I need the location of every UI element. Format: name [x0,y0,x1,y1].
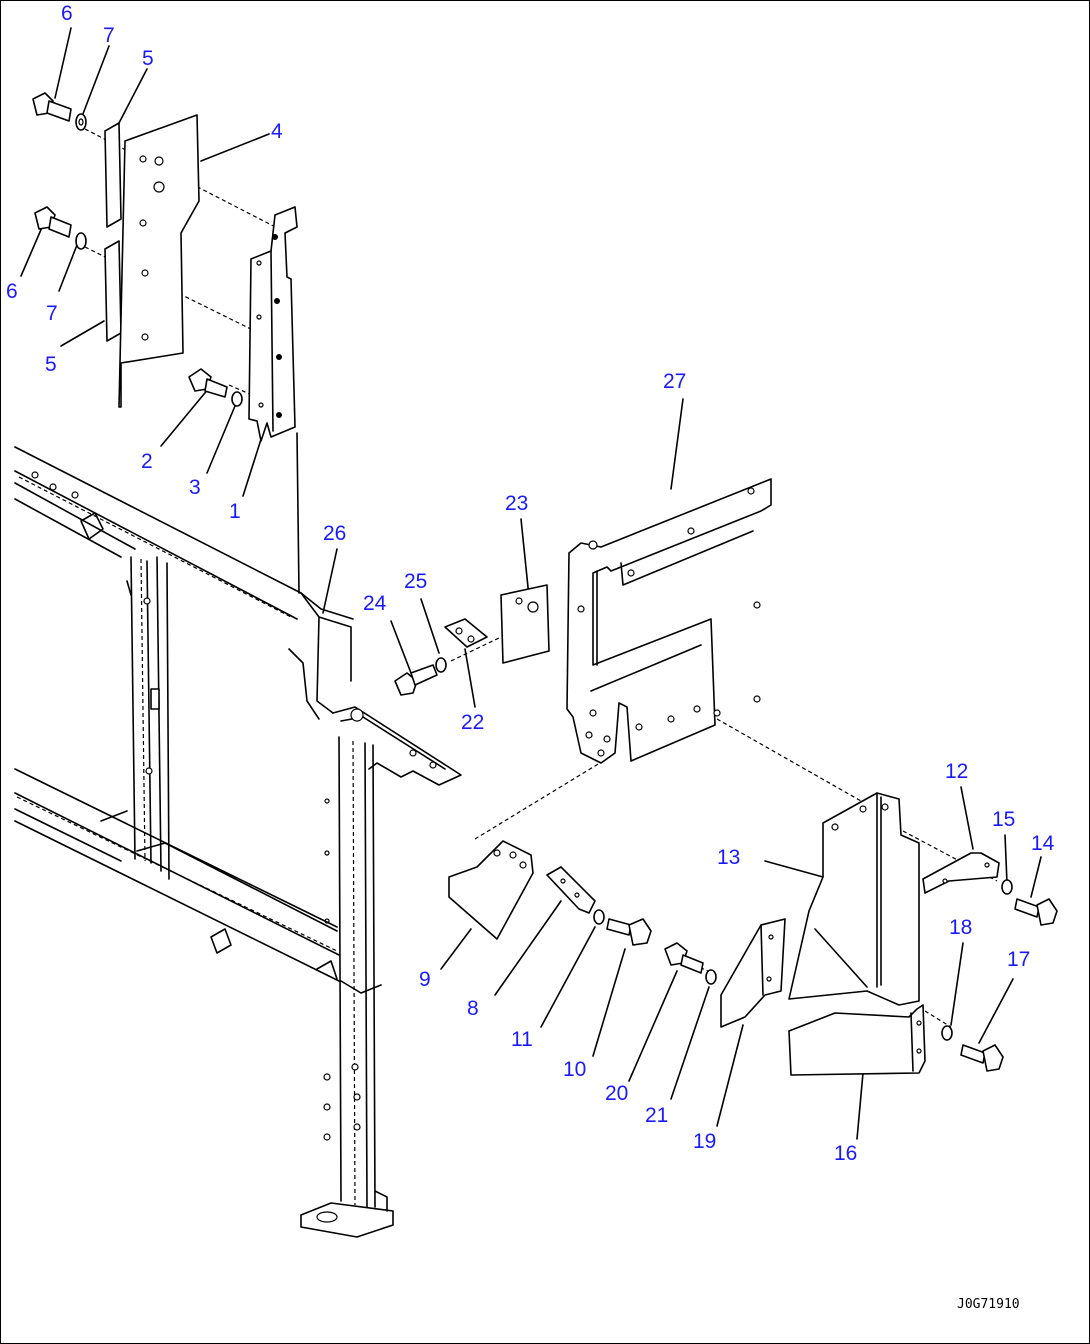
callout-8: 8 [467,997,479,1020]
washer-21 [705,969,717,985]
strip-8 [546,866,596,914]
bolt-6-lower [34,206,72,238]
plate-23 [500,584,550,664]
drawing-code: J0G71910 [957,1297,1020,1312]
callout-24: 24 [363,592,387,615]
callout-10: 10 [563,1058,587,1081]
callout-7-lower: 7 [46,302,58,325]
bolt-2 [188,368,228,398]
plate-9 [448,840,534,940]
callout-14: 14 [1031,832,1055,855]
washer-18 [941,1025,953,1041]
callout-22: 22 [461,711,485,734]
callout-7-upper: 7 [103,24,115,47]
callout-9: 9 [419,968,431,991]
washer-3 [231,391,243,407]
callout-5-upper: 5 [142,47,154,70]
strip-5-upper [104,122,122,228]
bracket-1 [248,206,298,442]
plate-19 [720,918,786,1028]
callout-15: 15 [992,808,1016,831]
bolt-14 [1014,898,1058,926]
washer-25 [435,657,447,673]
callout-6-lower: 6 [6,280,18,303]
bolt-17 [960,1044,1004,1072]
callout-20: 20 [605,1082,629,1105]
callout-26: 26 [323,522,347,545]
callout-4: 4 [271,120,283,143]
strip-5-lower [104,240,122,342]
angle-12 [922,852,1000,894]
plate-22 [444,618,488,648]
callout-5-lower: 5 [45,353,57,376]
leader-lines [20,27,1042,1140]
frame-26 [14,432,462,1238]
callout-2: 2 [141,450,153,473]
callout-25: 25 [404,570,428,593]
bolt-6-upper [32,92,72,122]
callout-17: 17 [1007,948,1031,971]
washer-7-upper [75,113,87,131]
callout-3: 3 [189,476,201,499]
callout-1: 1 [229,500,241,523]
callout-21: 21 [645,1104,669,1127]
callout-11: 11 [511,1028,533,1051]
bolt-10 [606,918,652,946]
callout-16: 16 [834,1142,858,1165]
callout-13: 13 [717,846,741,869]
washer-15 [1001,879,1013,895]
frame-27 [566,478,772,764]
washer-7-lower [75,232,87,250]
washer-11 [593,909,605,925]
callout-18: 18 [949,916,973,939]
callout-12: 12 [945,760,969,783]
callout-6-upper: 6 [61,2,73,25]
plate-4 [118,114,200,408]
callout-23: 23 [505,492,529,515]
bolt-24 [394,664,438,696]
bolt-20 [664,942,704,974]
plate-16 [788,1004,926,1076]
callout-27: 27 [663,370,687,393]
cover-13 [788,792,920,1006]
callout-19: 19 [693,1130,717,1153]
